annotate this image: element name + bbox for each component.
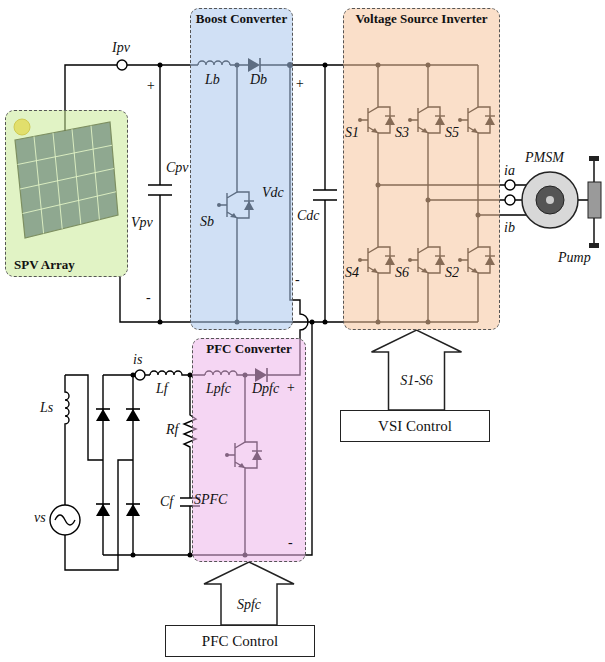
component-label: Vdc bbox=[262, 185, 284, 201]
component-label: SPFC bbox=[194, 492, 227, 508]
component-label: + bbox=[295, 76, 304, 92]
inverter-block: Voltage Source Inverter bbox=[343, 8, 500, 330]
control-box: VSI Control bbox=[340, 410, 490, 442]
component-label: Ipv bbox=[112, 40, 130, 56]
component-label: PMSM bbox=[525, 150, 564, 166]
component-label: Cf bbox=[160, 494, 173, 510]
block-heading: Boost Converter bbox=[196, 11, 287, 26]
component-label: - bbox=[146, 290, 151, 306]
component-label: + bbox=[146, 78, 155, 94]
block-heading: SPV Array bbox=[14, 257, 75, 272]
component-label: ib bbox=[504, 220, 515, 236]
block-heading: PFC Control bbox=[202, 633, 278, 650]
component-label: is bbox=[133, 352, 142, 368]
component-label: Cpv bbox=[166, 160, 189, 176]
panel-box: SPV Array bbox=[5, 110, 128, 277]
wires bbox=[50, 60, 594, 570]
component-label: Db bbox=[250, 72, 267, 88]
component-label: S6 bbox=[395, 265, 409, 281]
component-label: Ls bbox=[40, 400, 53, 416]
gate-signal-label: S1-S6 bbox=[398, 373, 435, 389]
component-label: - bbox=[288, 535, 293, 551]
component-label: ia bbox=[504, 163, 515, 179]
converter-block: Boost Converter bbox=[190, 8, 293, 330]
component-label: Lb bbox=[205, 72, 220, 88]
component-label: Lpfc bbox=[206, 381, 231, 397]
component-label: Vpv bbox=[131, 215, 153, 231]
component-label: S1 bbox=[345, 125, 359, 141]
signal-arrow bbox=[204, 562, 294, 625]
component-label: + bbox=[286, 380, 295, 396]
block-heading: Voltage Source Inverter bbox=[355, 11, 487, 26]
block-heading: PFC Converter bbox=[206, 341, 292, 356]
block-heading: VSI Control bbox=[378, 418, 452, 435]
converter-block: PFC Converter bbox=[192, 338, 306, 562]
component-label: Cdc bbox=[297, 208, 320, 224]
signal-arrow bbox=[372, 330, 462, 410]
component-label: S5 bbox=[445, 125, 459, 141]
component-label: Rf bbox=[166, 422, 178, 438]
component-label: S2 bbox=[445, 265, 459, 281]
gate-signal-label: Spfc bbox=[235, 597, 263, 613]
component-label: S3 bbox=[395, 125, 409, 141]
component-label: Lf bbox=[156, 381, 168, 397]
component-label: Dpfc bbox=[252, 381, 279, 397]
component-label: S4 bbox=[345, 265, 359, 281]
motor-pump bbox=[522, 156, 601, 248]
component-label: Sb bbox=[200, 214, 214, 230]
control-box: PFC Control bbox=[165, 625, 315, 657]
component-label: Pump bbox=[558, 250, 591, 266]
component-label: - bbox=[295, 272, 300, 288]
component-label: vs bbox=[34, 510, 46, 526]
